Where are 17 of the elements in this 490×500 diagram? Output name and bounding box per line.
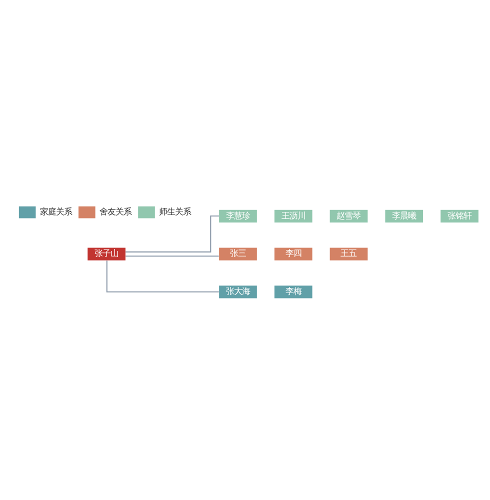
node-box: 张铭轩 xyxy=(440,210,478,222)
node-box: 张子山 xyxy=(88,248,126,260)
node-box: 王五 xyxy=(330,248,368,260)
connector xyxy=(126,215,219,252)
legend-label: 舍友关系 xyxy=(100,206,132,216)
node-box: 李梅 xyxy=(274,286,312,298)
legend-label: 家庭关系 xyxy=(40,206,72,216)
legend-label: 师生关系 xyxy=(159,206,192,216)
connector xyxy=(106,260,219,292)
node-box: 李慧珍 xyxy=(219,210,257,222)
node-box: 赵雪琴 xyxy=(330,210,368,222)
node-box: 张三 xyxy=(219,248,257,260)
connector xyxy=(126,256,219,257)
node-box: 王沥川 xyxy=(274,210,312,222)
node-box: 李四 xyxy=(274,248,312,260)
node-box: 李晨曦 xyxy=(385,210,424,222)
node-box: 张大海 xyxy=(219,286,257,298)
